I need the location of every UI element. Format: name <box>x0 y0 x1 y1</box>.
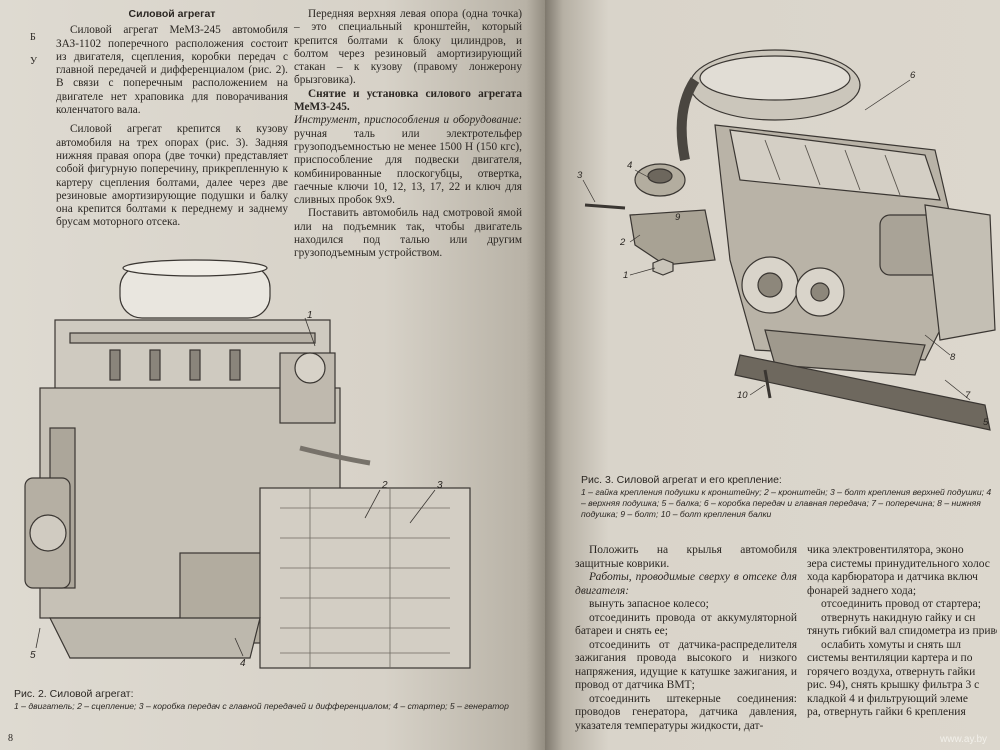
task-item-1: вынуть запасное колесо; <box>589 598 709 610</box>
fig2-callout-2: 2 <box>381 480 388 491</box>
paragraph-position: Поставить автомобиль над смотровой ямой … <box>294 207 522 260</box>
left-column-2: Передняя верхняя левая опора (одна точка… <box>294 8 522 261</box>
fig3-callout-10: 10 <box>737 390 748 401</box>
fig3-callout-3: 3 <box>577 170 583 181</box>
fig3-callout-4: 4 <box>627 160 632 171</box>
continuation-line-2: зера системы принудительного холос <box>807 557 990 570</box>
section-heading: Силовой агрегат <box>128 8 216 20</box>
task-item-2: отсоединить провода от аккумуляторной ба… <box>575 611 797 638</box>
paragraph-mounting: Силовой агрегат крепится к кузову автомо… <box>56 123 288 229</box>
continuation-line-11: рис. 94), снять крышку фильтра 3 с <box>807 679 980 691</box>
paragraph-upper-mount: Передняя верхняя левая опора (одна точка… <box>294 8 522 87</box>
fig3-callout-9: 9 <box>675 212 681 223</box>
edge-fragment-1: Б <box>30 32 36 43</box>
continuation-line-7: тянуть гибкий вал спидометра из приво <box>807 625 997 637</box>
fig2-legend: 1 – двигатель; 2 – сцепление; 3 – коробк… <box>14 701 509 711</box>
edge-fragment-2: У <box>30 56 38 67</box>
fig3-callout-6: 6 <box>910 70 916 81</box>
fig3-callout-1: 1 <box>623 270 628 281</box>
paragraph-intro: Силовой агрегат МеМЗ-245 автомобиля ЗАЗ-… <box>56 24 288 117</box>
fig3-callout-2: 2 <box>619 237 626 248</box>
left-column-1: Силовой агрегат Силовой агрегат МеМЗ-245… <box>56 8 288 230</box>
top-works-label: Работы, проводимые сверху в отсеке для д… <box>575 571 797 597</box>
fig3-callout-7: 7 <box>965 390 971 401</box>
fig2-callout-5: 5 <box>30 650 36 661</box>
page-number: 8 <box>8 733 13 744</box>
continuation-line-12: кладкой 4 и фильтрующий элеме <box>807 692 968 705</box>
left-edge-fragments: Б У <box>30 26 42 74</box>
continuation-line-1: чика электровентилятора, эконо <box>807 544 964 556</box>
task-item-4: отсоединить штекерные соединения: провод… <box>575 692 797 732</box>
gearbox <box>259 487 471 669</box>
figure-3-power-unit-mounting-drawing: 1 2 3 4 5 6 7 8 9 10 <box>577 49 996 431</box>
gearbox <box>924 204 996 341</box>
fig2-caption-title: Рис. 2. Силовой агрегат: <box>14 688 134 700</box>
tools-paragraph: Инструмент, приспособления и оборудовани… <box>294 114 522 207</box>
continuation-line-5: отсоединить провод от стартера; <box>821 598 981 610</box>
tools-label: Инструмент, приспособления и оборудовани… <box>294 114 522 127</box>
continuation-line-10: горячего воздуха, отвернуть гайки <box>807 665 976 678</box>
continuation-line-8: ослабить хомуты и снять шл <box>821 638 961 651</box>
continuation-line-4: фонарей заднего хода; <box>807 584 917 597</box>
removal-heading: Снятие и установка силового агрегата МеМ… <box>294 87 522 114</box>
fig3-callout-5: 5 <box>983 417 989 428</box>
fig3-legend: 1 – гайка крепления подушки к кронштейну… <box>581 487 992 519</box>
figure-2-power-unit-drawing: 1 2 3 4 5 <box>24 259 471 669</box>
right-page: 1 2 3 4 5 6 7 8 9 10 Рис. 3. Силовой агр… <box>545 0 1000 750</box>
continuation-line-6: отвернуть накидную гайку и сн <box>821 611 976 624</box>
task-item-3: отсоединить от датчика-распределителя за… <box>575 638 797 692</box>
continuation-line-13: ра, отвернуть гайки 6 крепления <box>807 706 966 718</box>
bracket <box>629 209 716 266</box>
right-column-2: чика электровентилятора, эконо зера сист… <box>807 544 997 720</box>
fig3-callout-8: 8 <box>950 352 956 363</box>
figure-2-caption: Рис. 2. Силовой агрегат: 1 – двигатель; … <box>14 688 514 712</box>
left-page: Б У Силовой агрегат Силовой агрегат МеМЗ… <box>0 0 548 750</box>
fig2-callout-4: 4 <box>240 658 246 669</box>
fig2-callout-3: 3 <box>437 480 443 491</box>
tools-text: ручная таль или электротельфер грузоподъ… <box>294 127 522 207</box>
right-column-1: Положить на крылья автомобиля защитные к… <box>575 544 797 733</box>
continuation-line-9: системы вентиляции картера и по <box>807 652 973 664</box>
fig2-callout-1: 1 <box>307 310 313 321</box>
watermark: www.ay.by <box>940 734 988 745</box>
continuation-line-3: хода карбюратора и датчика включ <box>807 571 978 583</box>
fig3-caption-title: Рис. 3. Силовой агрегат и его крепление: <box>581 474 782 486</box>
figure-3-caption: Рис. 3. Силовой агрегат и его крепление:… <box>581 474 996 520</box>
paragraph-covers: Положить на крылья автомобиля защитные к… <box>575 544 797 570</box>
mounting-beam <box>734 354 991 431</box>
